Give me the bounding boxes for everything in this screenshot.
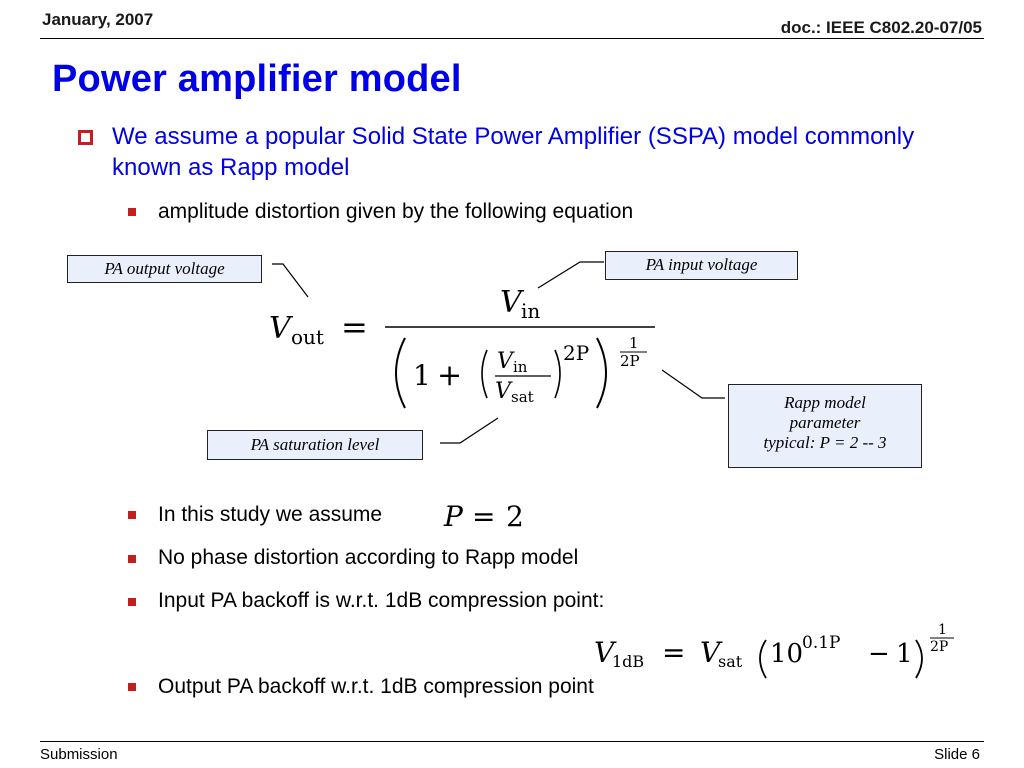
sub-bullet-assume: In this study we assume xyxy=(158,503,383,526)
square-bullet-icon xyxy=(128,511,136,519)
callout-rapp-line3: typical: P = 2 -- 3 xyxy=(763,433,887,452)
eq-outer-exp-num: 1 xyxy=(629,334,639,352)
eq-equals: = xyxy=(341,308,368,346)
callout-rapp-line2: parameter xyxy=(789,413,861,432)
sub-bullet-output-backoff: Output PA backoff w.r.t. 1dB compression… xyxy=(158,675,594,698)
hollow-square-bullet-icon xyxy=(78,130,93,145)
db-eq-sat: sat xyxy=(718,652,743,671)
eq-outer-exp-den: 2P xyxy=(620,352,640,370)
db-eq-minus: − xyxy=(868,639,890,669)
main-bullet-text: We assume a popular Solid State Power Am… xyxy=(112,123,915,181)
db-eq-ten: 10 xyxy=(770,639,803,669)
callout-rapp-parameter: Rapp model parameter typical: P = 2 -- 3 xyxy=(728,384,922,468)
db-eq-paren-left xyxy=(759,639,767,679)
callout-output-voltage-text: PA output voltage xyxy=(104,259,225,278)
callout-saturation-level: PA saturation level xyxy=(207,430,423,460)
square-bullet-icon xyxy=(128,598,136,606)
header-date: January, 2007 xyxy=(42,10,154,29)
slide-title: Power amplifier model xyxy=(52,58,462,100)
footer-rule xyxy=(40,741,984,742)
db-eq-exp: 0.1P xyxy=(802,633,840,653)
assume-equation: P = 2 xyxy=(443,500,524,533)
eq-inner-paren-left xyxy=(481,349,488,399)
rapp-equation: V out = V in 1 + V in V sat 2P 1 2P xyxy=(269,285,655,409)
eq-inner-v-in: V xyxy=(497,349,515,374)
eq-plus: + xyxy=(437,358,462,393)
callout-output-voltage: PA output voltage xyxy=(67,255,262,283)
eq-exp-2p: 2P xyxy=(563,341,589,365)
callout-rapp-line1: Rapp model xyxy=(784,393,866,412)
db-eq-equals: = xyxy=(662,636,685,669)
assume-eq-two: 2 xyxy=(506,500,524,533)
db-equation: V 1dB = V sat 10 0.1P − 1 1 2P xyxy=(594,622,954,679)
sub-bullet-amplitude: amplitude distortion given by the follow… xyxy=(158,200,634,223)
eq-one: 1 xyxy=(413,359,431,392)
header-doc-id: doc.: IEEE C802.20-07/05 xyxy=(780,18,982,37)
footer-slide-number: Slide 6 xyxy=(934,746,980,763)
db-eq-exp-den: 2P xyxy=(930,639,948,655)
db-eq-1db: 1dB xyxy=(612,652,644,671)
db-eq-exp-num: 1 xyxy=(938,622,947,638)
callout-input-voltage: PA input voltage xyxy=(605,251,798,280)
eq-inner-paren-right xyxy=(554,349,561,399)
db-eq-paren-right xyxy=(915,639,923,679)
eq-outer-paren-left xyxy=(395,337,406,409)
square-bullet-icon xyxy=(128,555,136,563)
eq-num-v: V xyxy=(500,285,525,320)
square-bullet-icon xyxy=(128,683,136,691)
footer-submission: Submission xyxy=(40,746,118,763)
callout-input-voltage-text: PA input voltage xyxy=(645,255,758,274)
eq-inner-sat: sat xyxy=(511,388,534,406)
eq-v-out: V xyxy=(269,311,294,346)
db-eq-one: 1 xyxy=(896,639,913,669)
db-eq-vsat: V xyxy=(700,636,723,669)
square-bullet-icon xyxy=(128,208,136,216)
header-rule xyxy=(40,38,984,39)
sub-bullet-phase: No phase distortion according to Rapp mo… xyxy=(158,546,579,569)
assume-eq-equals: = xyxy=(472,500,495,533)
eq-outer-paren-right xyxy=(596,337,607,409)
eq-out-subscript: out xyxy=(291,325,324,349)
callout-saturation-level-text: PA saturation level xyxy=(250,435,380,454)
eq-inner-in: in xyxy=(513,358,528,376)
assume-eq-p: P xyxy=(443,500,464,533)
eq-num-in: in xyxy=(521,299,540,323)
db-eq-v: V xyxy=(594,636,617,669)
sub-bullet-input-backoff: Input PA backoff is w.r.t. 1dB compressi… xyxy=(158,589,605,612)
eq-inner-v-sat: V xyxy=(495,379,513,404)
